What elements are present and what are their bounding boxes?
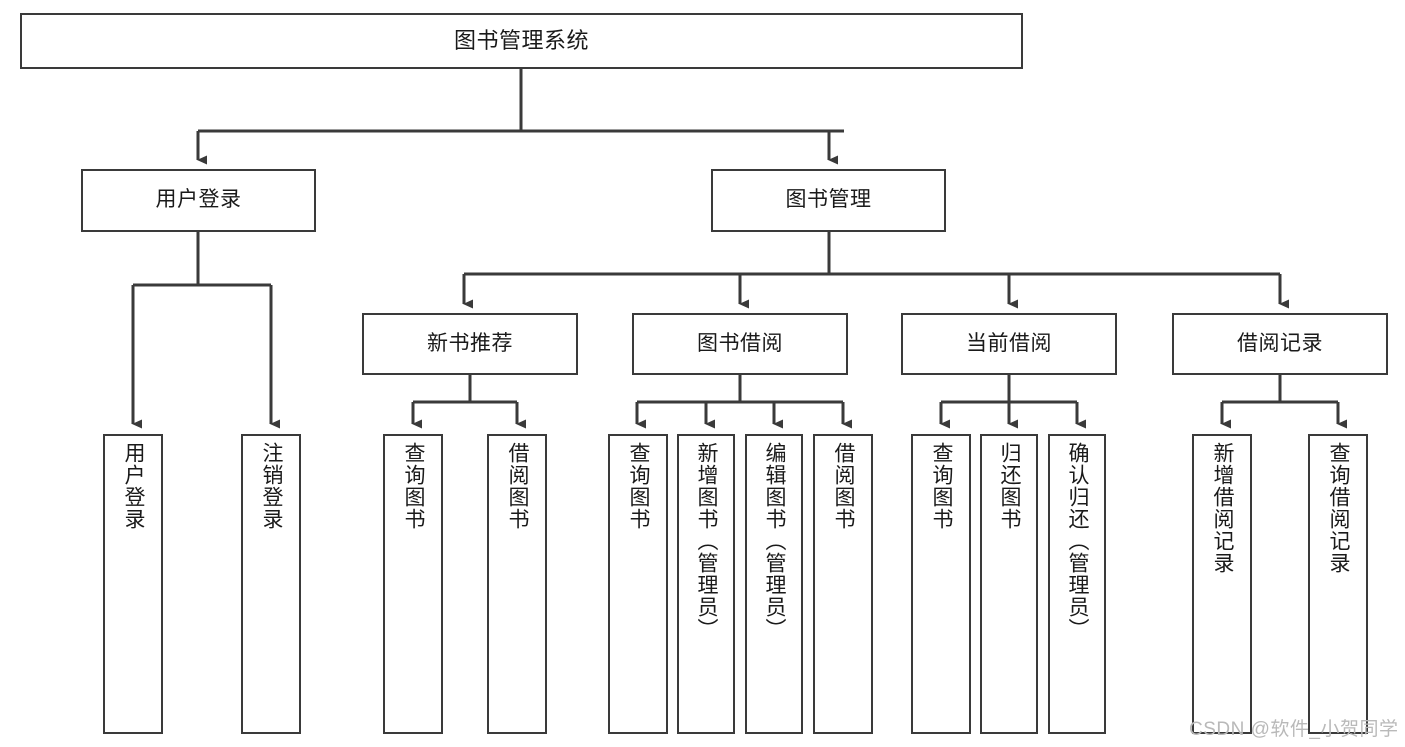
node-label: 图书管理系统 (453, 28, 589, 54)
leaf-confirm-return-admin[interactable]: 确认归还（管理员） (1048, 434, 1106, 734)
node-label: 当前借阅 (966, 331, 1052, 355)
node-label: 确认归还（管理员） (1066, 442, 1090, 640)
leaf-query-borrow-record[interactable]: 查询借阅记录 (1308, 434, 1368, 734)
node-book-management[interactable]: 图书管理 (711, 169, 946, 232)
node-current-borrow[interactable]: 当前借阅 (901, 313, 1117, 375)
leaf-add-book-admin[interactable]: 新增图书（管理员） (677, 434, 735, 734)
node-label: 新书推荐 (427, 331, 513, 355)
node-label: 用户登录 (122, 442, 146, 530)
leaf-borrow-book[interactable]: 借阅图书 (813, 434, 873, 734)
node-label: 查询借阅记录 (1327, 442, 1351, 574)
node-label: 用户登录 (155, 188, 242, 212)
node-label: 借阅图书 (506, 442, 530, 530)
node-label: 图书管理 (785, 188, 872, 212)
leaf-user-login[interactable]: 用户登录 (103, 434, 163, 734)
node-label: 新增图书（管理员） (695, 442, 719, 640)
leaf-edit-book-admin[interactable]: 编辑图书（管理员） (745, 434, 803, 734)
leaf-return-book[interactable]: 归还图书 (980, 434, 1038, 734)
node-book-borrow[interactable]: 图书借阅 (632, 313, 848, 375)
leaf-borrow-book-new[interactable]: 借阅图书 (487, 434, 547, 734)
leaf-query-book-current[interactable]: 查询图书 (911, 434, 971, 734)
node-label: 借阅记录 (1237, 331, 1323, 355)
node-label: 借阅图书 (832, 442, 856, 530)
node-label: 查询图书 (402, 442, 426, 530)
node-new-book-recommend[interactable]: 新书推荐 (362, 313, 578, 375)
node-borrow-record[interactable]: 借阅记录 (1172, 313, 1388, 375)
leaf-query-book-borrow[interactable]: 查询图书 (608, 434, 668, 734)
node-label: 查询图书 (930, 442, 954, 530)
node-label: 归还图书 (998, 442, 1022, 530)
node-label: 编辑图书（管理员） (763, 442, 787, 640)
node-root-system[interactable]: 图书管理系统 (20, 13, 1023, 69)
leaf-query-book-new[interactable]: 查询图书 (383, 434, 443, 734)
node-user-login[interactable]: 用户登录 (81, 169, 316, 232)
node-label: 新增借阅记录 (1211, 442, 1235, 574)
node-label: 注销登录 (260, 442, 284, 530)
leaf-logout-login[interactable]: 注销登录 (241, 434, 301, 734)
leaf-add-borrow-record[interactable]: 新增借阅记录 (1192, 434, 1252, 734)
node-label: 查询图书 (627, 442, 651, 530)
node-label: 图书借阅 (697, 331, 783, 355)
